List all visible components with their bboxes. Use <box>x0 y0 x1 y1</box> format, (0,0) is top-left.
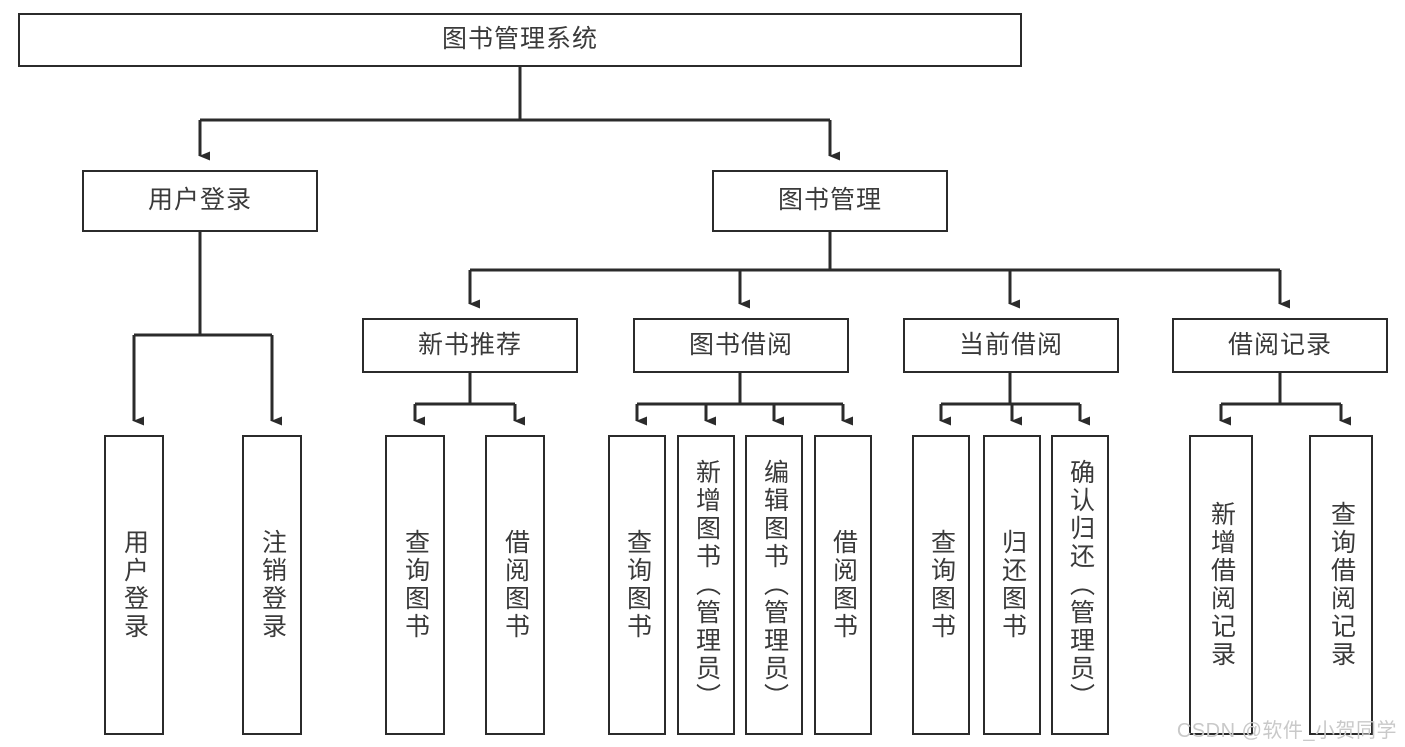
node-leaf-borrow-book-2[interactable]: 借阅图书 <box>814 435 872 735</box>
node-leaf-query-book-2-label: 查询图书 <box>623 529 652 641</box>
node-leaf-borrow-book-1-label: 借阅图书 <box>501 529 530 641</box>
node-leaf-query-book-3[interactable]: 查询图书 <box>912 435 970 735</box>
node-leaf-borrow-book-2-label: 借阅图书 <box>829 529 858 641</box>
node-leaf-query-book-1[interactable]: 查询图书 <box>385 435 445 735</box>
node-leaf-add-record-label: 新增借阅记录 <box>1207 501 1236 669</box>
node-leaf-user-login[interactable]: 用户登录 <box>104 435 164 735</box>
node-leaf-confirm-return[interactable]: 确认归还（管理员） <box>1051 435 1109 735</box>
node-leaf-logout-label: 注销登录 <box>258 529 287 641</box>
node-root[interactable]: 图书管理系统 <box>18 13 1022 67</box>
node-leaf-borrow-book-1[interactable]: 借阅图书 <box>485 435 545 735</box>
node-leaf-query-book-1-label: 查询图书 <box>401 529 430 641</box>
node-book-borrow-label: 图书借阅 <box>688 330 793 359</box>
node-leaf-add-book-label: 新增图书（管理员） <box>692 459 721 711</box>
node-leaf-logout[interactable]: 注销登录 <box>242 435 302 735</box>
node-leaf-query-record-label: 查询借阅记录 <box>1327 501 1356 669</box>
node-current-borrow-label: 当前借阅 <box>958 330 1063 359</box>
node-leaf-query-record[interactable]: 查询借阅记录 <box>1309 435 1373 735</box>
node-leaf-add-book[interactable]: 新增图书（管理员） <box>677 435 735 735</box>
node-leaf-return-book[interactable]: 归还图书 <box>983 435 1041 735</box>
node-borrow-record-label: 借阅记录 <box>1227 330 1332 359</box>
node-leaf-edit-book-label: 编辑图书（管理员） <box>760 459 789 711</box>
node-leaf-edit-book[interactable]: 编辑图书（管理员） <box>745 435 803 735</box>
node-borrow-record[interactable]: 借阅记录 <box>1172 318 1388 373</box>
node-book-borrow[interactable]: 图书借阅 <box>633 318 849 373</box>
node-book-manage-label: 图书管理 <box>777 186 882 215</box>
node-book-manage[interactable]: 图书管理 <box>712 170 948 232</box>
node-new-book-rec-label: 新书推荐 <box>417 330 522 359</box>
node-leaf-query-book-3-label: 查询图书 <box>927 529 956 641</box>
node-leaf-query-book-2[interactable]: 查询图书 <box>608 435 666 735</box>
watermark-text: CSDN @软件_小贺同学 <box>1176 720 1397 742</box>
node-user-login-label: 用户登录 <box>147 186 252 215</box>
node-current-borrow[interactable]: 当前借阅 <box>903 318 1119 373</box>
node-new-book-rec[interactable]: 新书推荐 <box>362 318 578 373</box>
node-leaf-user-login-label: 用户登录 <box>120 529 149 641</box>
node-leaf-confirm-return-label: 确认归还（管理员） <box>1066 459 1095 711</box>
node-root-label: 图书管理系统 <box>441 25 598 54</box>
node-leaf-add-record[interactable]: 新增借阅记录 <box>1189 435 1253 735</box>
node-user-login[interactable]: 用户登录 <box>82 170 318 232</box>
node-leaf-return-book-label: 归还图书 <box>998 529 1027 641</box>
